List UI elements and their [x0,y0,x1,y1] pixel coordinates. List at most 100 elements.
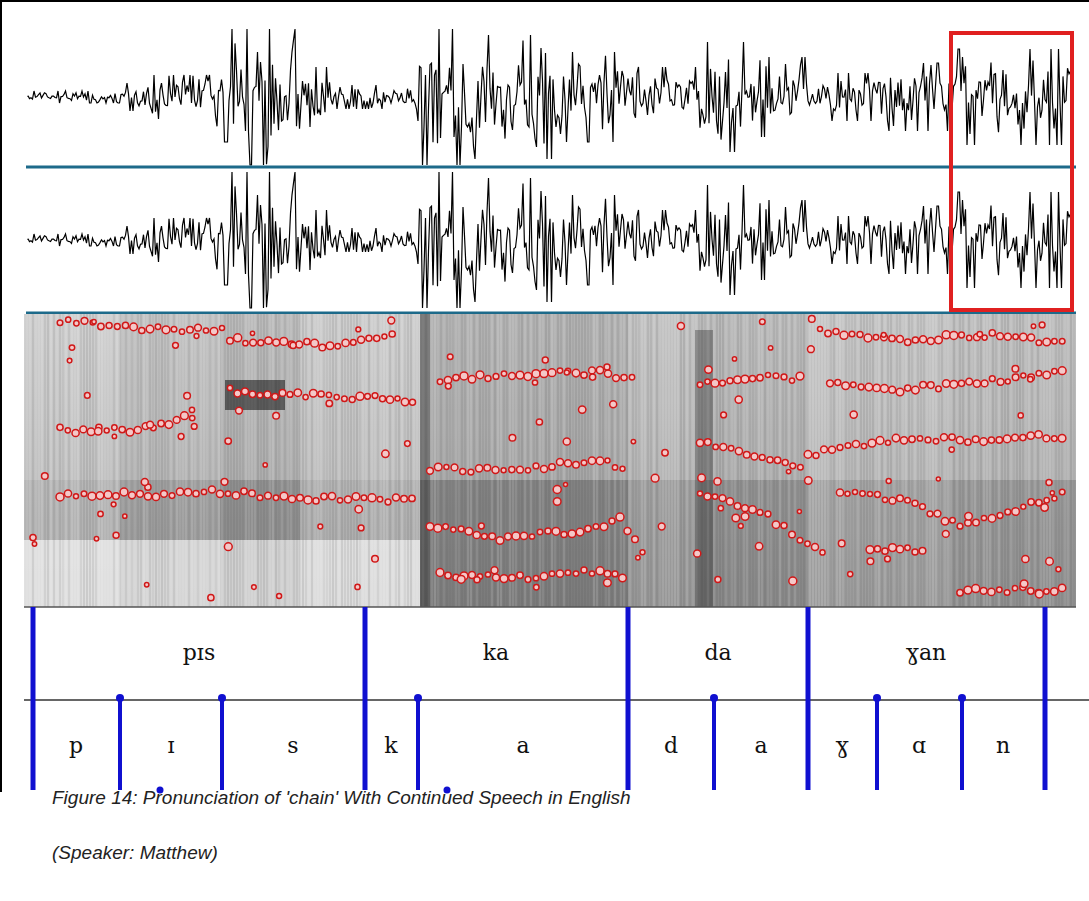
formant-point [927,511,933,517]
formant-point [704,493,711,500]
formant-point [965,439,971,445]
formant-point [32,542,36,546]
striation [362,314,364,607]
formant-point [662,450,668,456]
striation [1010,314,1012,607]
formant-point [853,490,858,495]
formant-point [120,488,128,496]
formant-point [1052,496,1057,501]
formant-point [227,338,234,345]
formant-point [280,338,288,346]
formant-point [1058,434,1066,442]
segment-label: d [664,733,678,758]
formant-point [545,528,551,534]
formant-point [474,577,480,583]
formant-point [765,511,771,517]
formant-point [1020,333,1027,340]
interval-boundary [363,607,368,700]
formant-point [382,334,387,339]
formant-point [882,497,887,502]
formant-point [889,335,895,341]
striation [737,314,739,607]
formant-point [728,446,733,451]
formant-point [989,330,995,336]
formant-point [857,332,863,338]
formant-point [714,478,721,485]
formant-point [825,330,831,336]
striation [656,314,658,607]
formant-point [972,585,980,593]
formant-point [619,574,627,582]
striation [386,314,388,607]
formant-point [249,391,255,397]
striation [32,314,34,607]
formant-point [69,345,74,350]
formant-point [581,372,587,378]
formant-point [766,373,771,378]
formant-point [520,532,527,539]
formant-point [997,378,1004,385]
formant-point [257,495,263,501]
formant-point [355,506,362,513]
formant-point [465,527,473,535]
formant-point [288,495,295,502]
interval-boundary [416,697,420,790]
striation [746,314,748,607]
striation [134,314,136,607]
striation [659,314,661,607]
striation [614,314,616,607]
formant-point [427,467,434,474]
formant-point [624,528,631,535]
striation [38,314,40,607]
segment-label: s [287,733,298,758]
striation [1061,314,1063,607]
formant-point [621,375,627,381]
formant-point [557,368,562,373]
formant-point [713,444,718,449]
interval-boundary [220,697,224,790]
formant-point [596,457,604,465]
formant-point [835,380,841,386]
formant-point [304,339,310,345]
formant-point [950,331,958,339]
striation [137,314,139,607]
formant-point [179,329,184,334]
striation [794,314,796,607]
formant-point [1035,590,1043,598]
striation [431,314,433,607]
striation [524,314,526,607]
formant-point [840,331,848,339]
formant-point [881,332,886,337]
formant-point [836,489,843,496]
highlight-box [951,33,1072,310]
formant-point [460,468,466,474]
formant-point [85,393,91,399]
formant-point [1039,322,1045,328]
formant-point [694,550,701,557]
formant-point [201,489,206,494]
formant-point [326,400,332,406]
striation [818,314,820,607]
striation [638,314,640,607]
formant-point [137,490,144,497]
formant-point [1046,480,1052,486]
formant-point [114,324,120,330]
formant-point [72,429,79,436]
formant-point [556,570,563,577]
formant-point [620,466,625,471]
formant-point [273,495,278,500]
formant-point [885,556,891,562]
striation [881,314,883,607]
formant-point [943,380,950,387]
formant-point [973,519,980,526]
formant-point [1021,504,1026,509]
segment-label: a [754,733,767,758]
formant-point [821,446,828,453]
striation [95,314,97,607]
formant-point [190,415,195,420]
formant-point [460,372,468,380]
striation [1070,314,1072,607]
formant-point [997,513,1003,519]
formant-point [194,334,199,339]
formant-point [781,374,787,380]
